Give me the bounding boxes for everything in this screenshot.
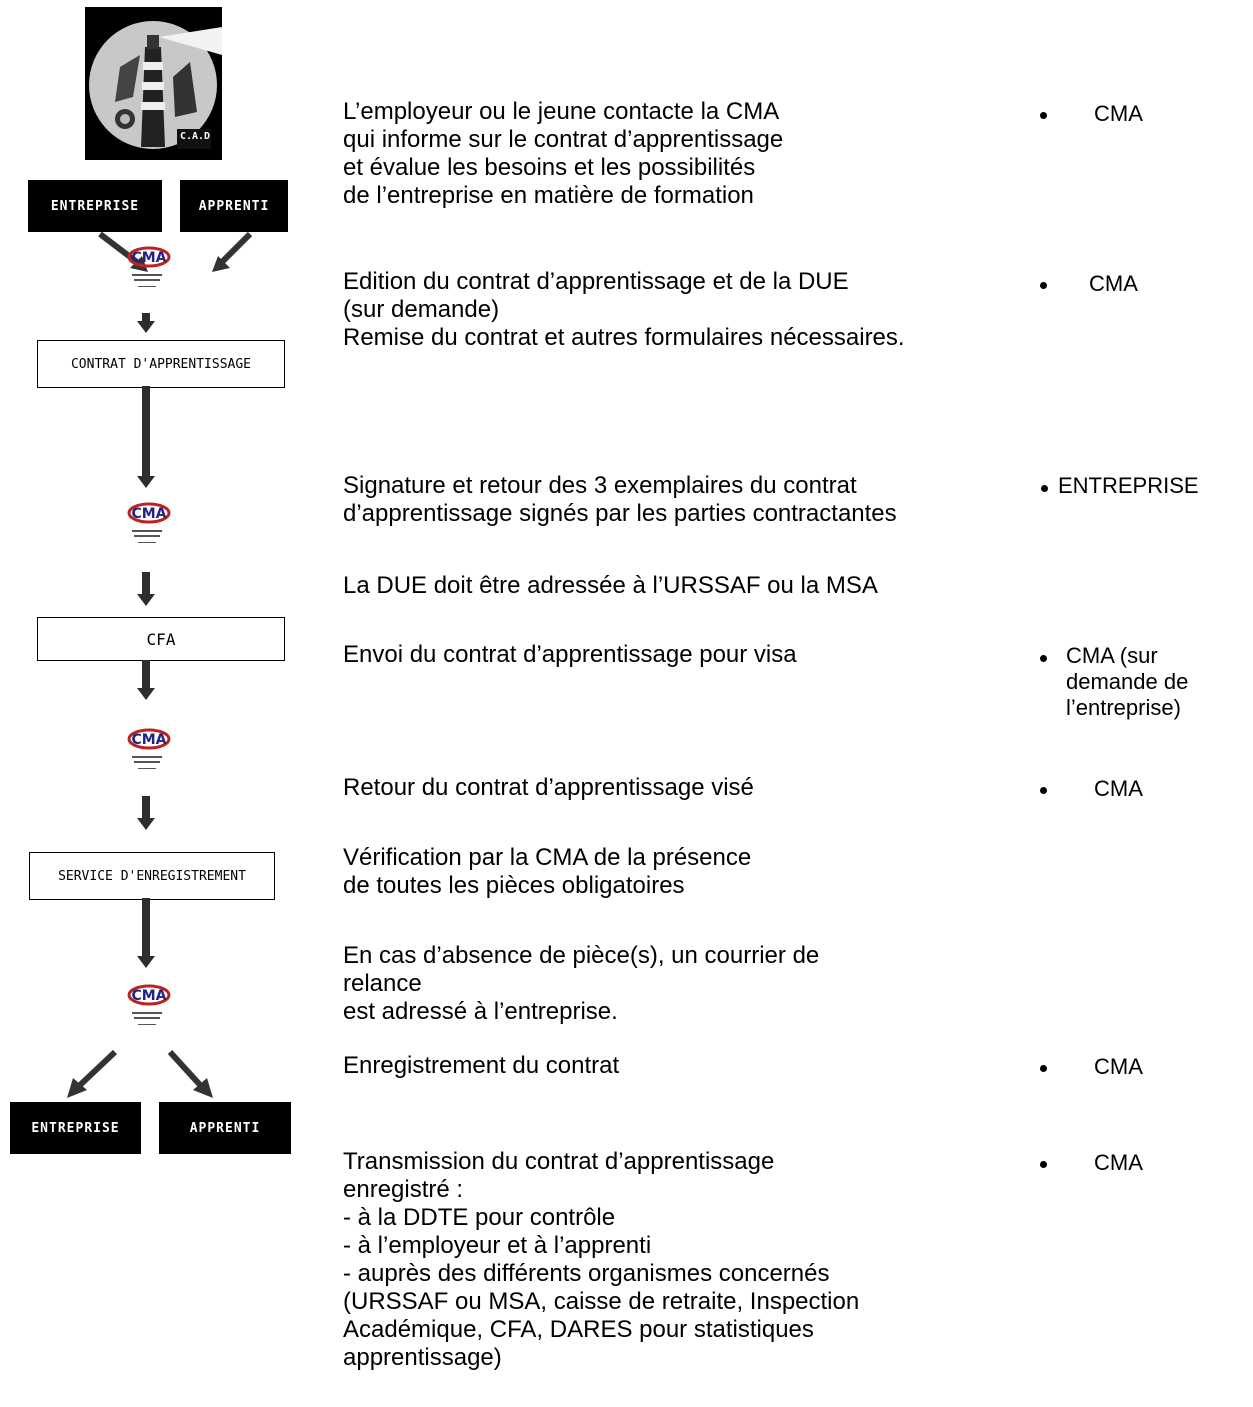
step-text: Envoi du contrat d’apprentissage pour vi… — [343, 641, 797, 668]
step-actor: CMA — [1094, 776, 1143, 801]
down-arrow — [137, 796, 155, 830]
bullet — [1040, 112, 1047, 119]
top-merge-arrows — [98, 232, 253, 272]
bullet — [1040, 1161, 1047, 1168]
step-text: L’employeur ou le jeune contacte la CMA … — [343, 98, 784, 209]
step-text: Transmission du contrat d’apprentissage … — [343, 1148, 860, 1371]
step-actor: CMA (sur demande de l’entreprise) — [1066, 643, 1189, 720]
step-actor: CMA — [1094, 1150, 1143, 1175]
bullet — [1040, 282, 1047, 289]
step-actor: ENTREPRISE — [1058, 473, 1199, 498]
down-arrow — [137, 386, 155, 488]
step-text: Remise du contrat et autres formulaires … — [343, 324, 905, 351]
cma-logo: CMA — [118, 726, 178, 788]
top-apprenti-box: APPRENTI — [180, 180, 288, 232]
contrat-box: CONTRAT D'APPRENTISSAGE — [37, 340, 285, 388]
svg-text:CMA: CMA — [131, 988, 166, 1004]
step-text: Signature et retour des 3 exemplaires du… — [343, 472, 897, 527]
step-text: Vérification par la CMA de la présence d… — [343, 844, 752, 899]
step-actor: CMA — [1094, 101, 1143, 126]
step-text: En cas d’absence de pièce(s), un courrie… — [343, 942, 820, 1025]
cma-logo-icon: CMA — [127, 728, 171, 750]
step-text: Retour du contrat d’apprentissage visé — [343, 774, 754, 801]
cma-logo-icon: CMA — [127, 502, 171, 524]
step-actor: CMA — [1094, 1054, 1143, 1079]
cad-logo-text: C.A.D — [179, 131, 211, 142]
cfa-box: CFA — [37, 617, 285, 661]
bullet — [1040, 655, 1047, 662]
bullet — [1040, 1065, 1047, 1072]
top-entreprise-box: ENTREPRISE — [28, 180, 162, 232]
cma-logo: CMA — [118, 500, 178, 562]
cad-logo: C.A.D — [85, 7, 222, 160]
cma-logo-icon: CMA — [127, 246, 171, 268]
cma-logo: CMA — [118, 244, 178, 306]
bullet — [1041, 485, 1048, 492]
service-box: SERVICE D'ENREGISTREMENT — [29, 852, 275, 900]
down-arrow — [137, 898, 155, 968]
svg-text:CMA: CMA — [131, 732, 166, 748]
step-text: Enregistrement du contrat — [343, 1052, 620, 1079]
cma-logo: CMA — [118, 982, 178, 1044]
cma-logo-icon: CMA — [127, 984, 171, 1006]
down-arrow — [137, 572, 155, 606]
bullet — [1040, 787, 1047, 794]
step-text: La DUE doit être adressée à l’URSSAF ou … — [343, 572, 878, 599]
lighthouse-icon — [89, 21, 222, 149]
bottom-apprenti-box: APPRENTI — [159, 1102, 291, 1154]
svg-text:CMA: CMA — [131, 506, 166, 522]
bottom-split-arrows — [67, 1049, 213, 1098]
step-actor: CMA — [1089, 271, 1138, 296]
down-arrow — [137, 660, 155, 700]
down-arrow — [137, 313, 155, 333]
svg-text:CMA: CMA — [131, 250, 166, 266]
step-text: Edition du contrat d’apprentissage et de… — [343, 268, 849, 323]
bottom-entreprise-box: ENTREPRISE — [10, 1102, 141, 1154]
